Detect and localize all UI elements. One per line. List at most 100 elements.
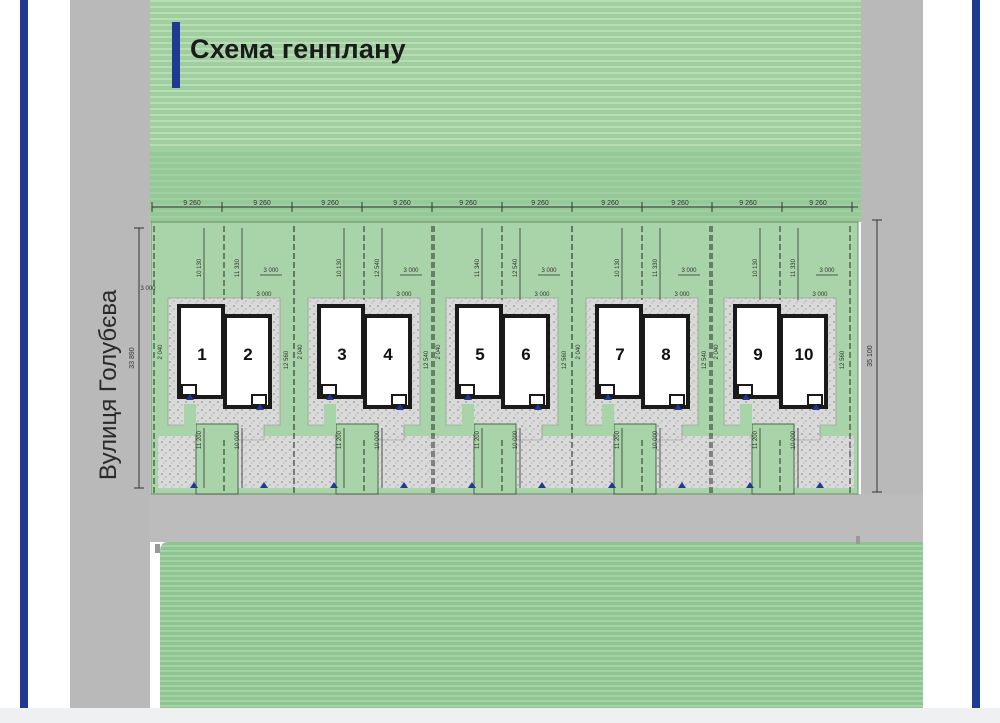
unit-left-walls (595, 304, 643, 399)
road-marker (678, 482, 686, 488)
side-depth-label: 12 540 (424, 350, 430, 369)
side-depth-label: 12 560 (562, 350, 568, 369)
road-marker (400, 482, 408, 488)
lot-width-label: 9 260 (601, 200, 619, 207)
lot-width-label: 9 260 (671, 200, 689, 207)
lot-width-label: 9 260 (253, 200, 271, 207)
path-left (602, 404, 614, 434)
depth-dimension-left (134, 227, 144, 489)
setback-label: 3 000 (403, 268, 419, 274)
unit-number: 1 (197, 345, 206, 364)
entrance-marker (742, 394, 750, 400)
front-dimension-label: 11 330 (653, 258, 659, 277)
front-dimension-label: 10 130 (337, 258, 343, 277)
porch-left (599, 384, 615, 396)
green-field-top-shade (150, 150, 861, 222)
unit-right-walls (363, 314, 412, 409)
setback-label: 3 000 (396, 292, 412, 298)
road-horizontal (150, 494, 923, 542)
porch-left (459, 384, 475, 396)
front-dimension-label: 11 330 (791, 258, 797, 277)
depth-left-label: 33 890 (129, 347, 136, 369)
title-accent-bar (172, 22, 180, 88)
unit-right-walls (501, 314, 550, 409)
driveway-left (473, 423, 517, 495)
rear-dimension-label: 11 200 (615, 430, 621, 449)
path-left (462, 404, 474, 434)
setback-label: 3 000 (812, 292, 828, 298)
side-depth-label: 12 540 (702, 350, 708, 369)
porch-right (807, 394, 823, 406)
rear-dimension-label: 10 000 (653, 430, 659, 449)
unit-left-walls (317, 304, 365, 399)
unit-right-walls (641, 314, 690, 409)
porch-right (669, 394, 685, 406)
front-dimension-label: 10 130 (753, 258, 759, 277)
setback-label: 3 000 (534, 292, 550, 298)
rear-dimension-label: 10 000 (791, 430, 797, 449)
front-dimension-label: 11 340 (475, 258, 481, 277)
rear-dimension-label: 10 000 (235, 430, 241, 449)
road-marker (468, 482, 476, 488)
driveway-left (335, 423, 379, 495)
lot-width-label: 9 260 (739, 200, 757, 207)
path-left (740, 404, 752, 434)
unit-number: 9 (753, 345, 762, 364)
path-left (184, 404, 196, 434)
unit-number: 10 (795, 345, 814, 364)
rear-dimension-label: 11 200 (475, 430, 481, 449)
setback-label: 3 000 (541, 268, 557, 274)
unit-right-walls (223, 314, 272, 409)
road-marker (330, 482, 338, 488)
setback-label: 3 000 (263, 268, 279, 274)
front-dimension-label: 10 130 (615, 258, 621, 277)
duplex-block: 9 10 (723, 297, 837, 495)
rear-dimension-label: 10 000 (513, 430, 519, 449)
side-depth-label: 12 560 (284, 350, 290, 369)
unit-number: 3 (337, 345, 346, 364)
street-label: Вулиця Голубєва (95, 289, 122, 481)
entrance-marker (812, 404, 820, 410)
lot-width-label: 9 260 (459, 200, 477, 207)
entrance-marker (396, 404, 404, 410)
road-marker (538, 482, 546, 488)
driveway-left (613, 423, 657, 495)
lot-width-label: 9 260 (809, 200, 827, 207)
small-dimension-label: 2 040 (436, 344, 442, 360)
entrance-marker (256, 404, 264, 410)
unit-right-walls (779, 314, 828, 409)
lot-width-label: 9 260 (531, 200, 549, 207)
unit-left-walls (455, 304, 503, 399)
side-depth-label: 12 560 (840, 350, 846, 369)
road-marker (816, 482, 824, 488)
entrance-marker (186, 394, 194, 400)
entrance-marker (326, 394, 334, 400)
small-dimension-label: 2 040 (298, 344, 304, 360)
setback-label: 3 000 (819, 268, 835, 274)
small-dimension-label: 2 040 (714, 344, 720, 360)
unit-number: 2 (243, 345, 252, 364)
unit-number: 7 (615, 345, 624, 364)
road-left (70, 0, 150, 708)
front-dimension-label: 12 540 (375, 258, 381, 277)
lot-width-label: 9 260 (393, 200, 411, 207)
road-marker (260, 482, 268, 488)
depth-right-label: 35 100 (867, 345, 874, 367)
porch-right (391, 394, 407, 406)
road-marker (746, 482, 754, 488)
entrance-marker (674, 404, 682, 410)
setback-label: 3 000 (674, 292, 690, 298)
road-marker (190, 482, 198, 488)
unit-number: 8 (661, 345, 670, 364)
driveway-left (195, 423, 239, 495)
lot-width-label: 9 260 (183, 200, 201, 207)
edge-bar-right (972, 0, 980, 723)
porch-right (251, 394, 267, 406)
rear-dimension-label: 10 000 (375, 430, 381, 449)
rear-dimension-label: 11 200 (197, 430, 203, 449)
